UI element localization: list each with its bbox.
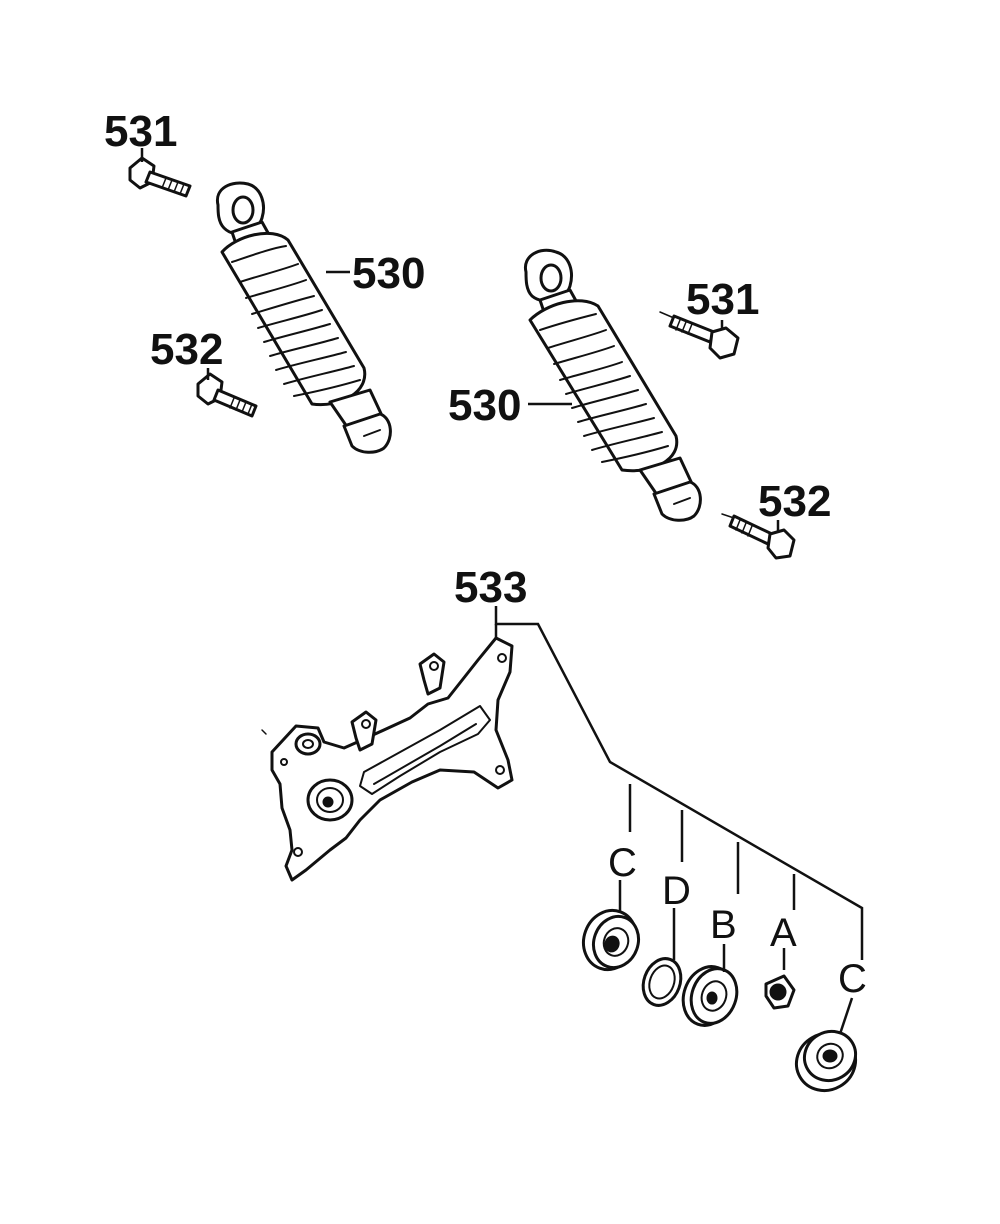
callout-531-left: 531 xyxy=(104,107,177,156)
bolt-532-left xyxy=(196,372,258,418)
label-a: A xyxy=(770,911,797,955)
label-b: B xyxy=(710,903,737,947)
bearing-b xyxy=(681,965,739,1027)
ring-d xyxy=(641,957,683,1007)
oil-seal-c-left xyxy=(582,908,641,972)
callout-530-right: 530 xyxy=(448,381,521,430)
bolt-531-right xyxy=(659,311,740,360)
leader-lines xyxy=(140,148,864,1035)
callout-532-left: 532 xyxy=(150,325,223,374)
shock-absorber-right xyxy=(523,248,702,522)
callout-531-right: 531 xyxy=(686,275,759,324)
label-c-left: C xyxy=(608,841,637,885)
bolt-531-left xyxy=(128,156,192,198)
bolt-532-right xyxy=(721,513,796,560)
swing-arm-bracket xyxy=(261,636,514,882)
callout-530-left: 530 xyxy=(352,249,425,298)
callout-533: 533 xyxy=(454,563,527,612)
oil-seal-c-right xyxy=(794,1029,858,1093)
bushing-a xyxy=(764,974,796,1010)
label-c-right: C xyxy=(838,957,867,1001)
shock-absorber-left xyxy=(215,181,392,454)
callout-532-right: 532 xyxy=(758,477,831,526)
label-d: D xyxy=(662,869,691,913)
